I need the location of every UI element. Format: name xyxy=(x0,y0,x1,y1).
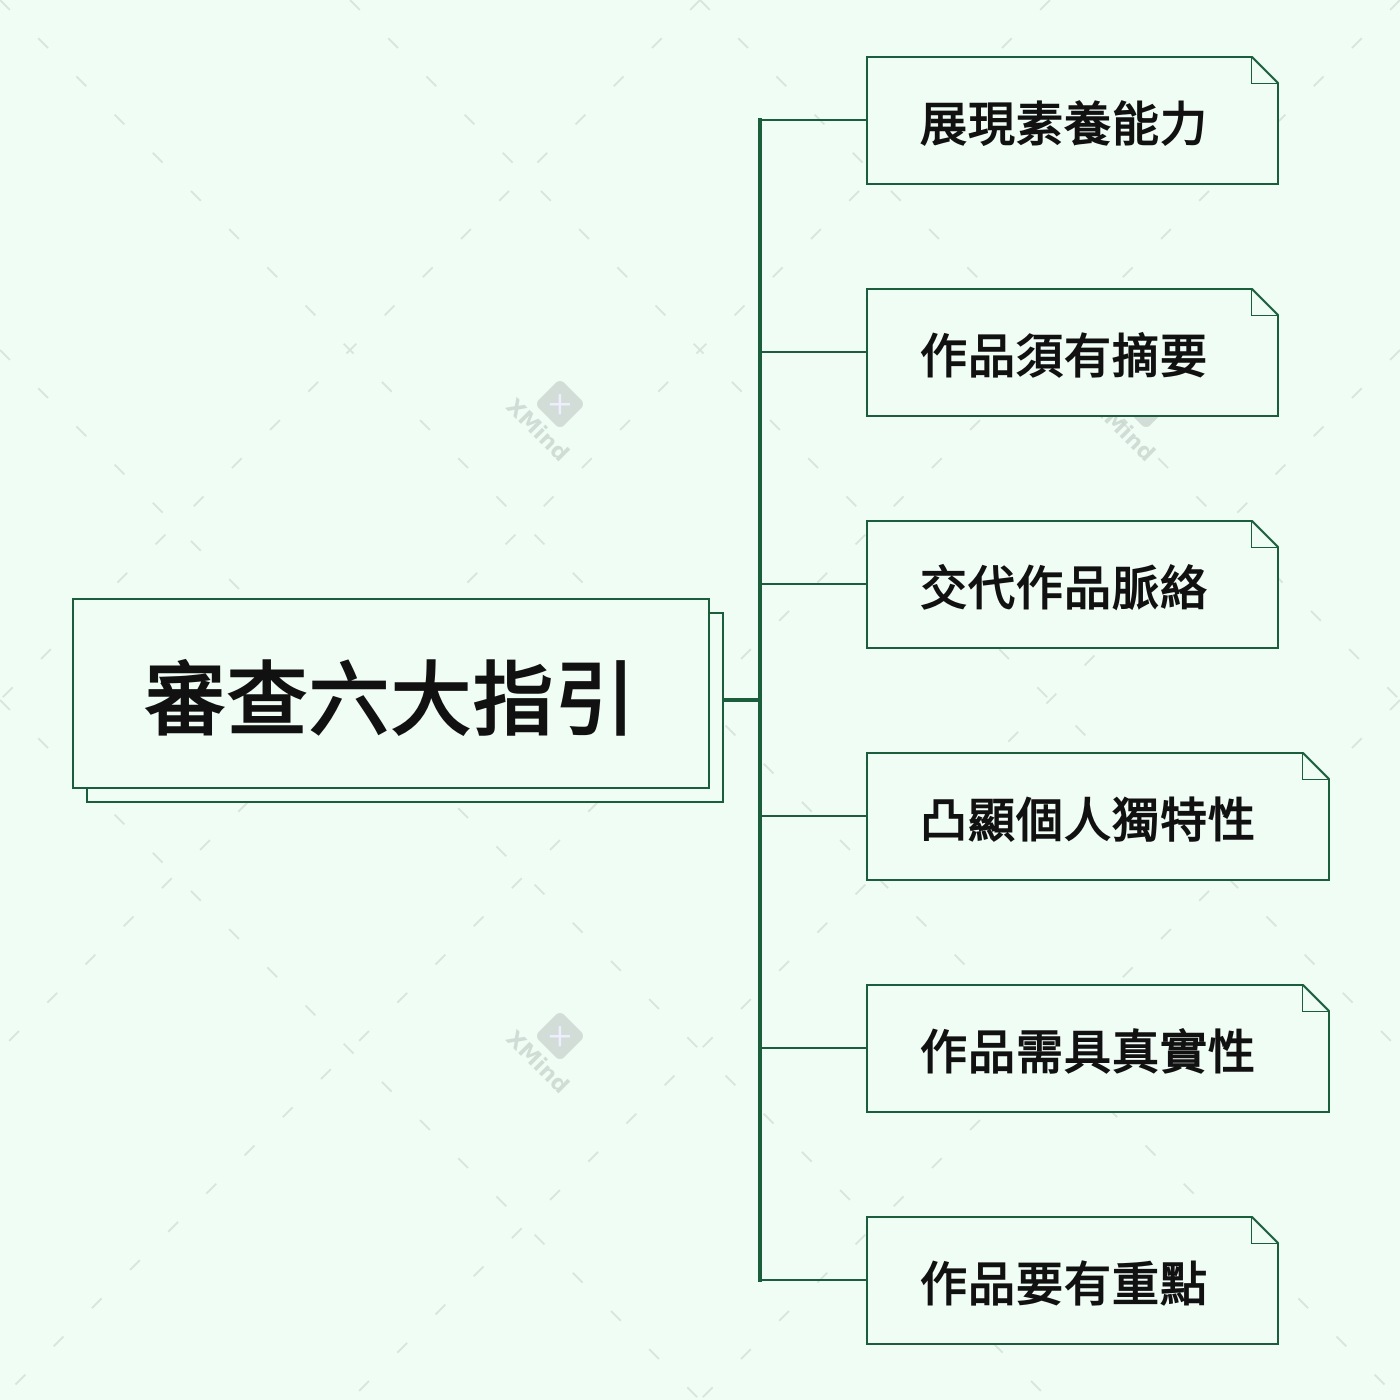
topic-label: 凸顯個人獨特性 xyxy=(920,794,1256,849)
topic-node[interactable]: 作品要有重點 xyxy=(866,1216,1279,1345)
topic-node[interactable]: 展現素養能力 xyxy=(866,56,1279,185)
topic-label: 展現素養能力 xyxy=(920,98,1208,153)
topic-label: 作品要有重點 xyxy=(920,1258,1208,1313)
connector-trunk xyxy=(758,118,762,1282)
note-fold-icon xyxy=(1251,288,1279,316)
note-fold-icon xyxy=(1251,56,1279,84)
root-node[interactable] xyxy=(72,598,710,789)
connector-branch xyxy=(760,1047,866,1049)
topic-node[interactable]: 作品須有摘要 xyxy=(866,288,1279,417)
connector-branch xyxy=(760,351,866,353)
topic-node[interactable]: 凸顯個人獨特性 xyxy=(866,752,1330,881)
connector-branch xyxy=(760,1279,866,1281)
note-fold-icon xyxy=(1302,752,1330,780)
note-fold-icon xyxy=(1302,984,1330,1012)
topic-label: 交代作品脈絡 xyxy=(920,562,1208,617)
connector-branch xyxy=(760,815,866,817)
topic-label: 作品須有摘要 xyxy=(920,330,1208,385)
connector-branch xyxy=(760,583,866,585)
connector-branch xyxy=(760,119,866,121)
topic-node[interactable]: 交代作品脈絡 xyxy=(866,520,1279,649)
connector-root xyxy=(724,698,760,702)
note-fold-icon xyxy=(1251,1216,1279,1244)
topic-node[interactable]: 作品需具真實性 xyxy=(866,984,1330,1113)
topic-label: 作品需具真實性 xyxy=(920,1026,1256,1081)
root-node-label: 審查六大指引 xyxy=(145,653,637,747)
note-fold-icon xyxy=(1251,520,1279,548)
